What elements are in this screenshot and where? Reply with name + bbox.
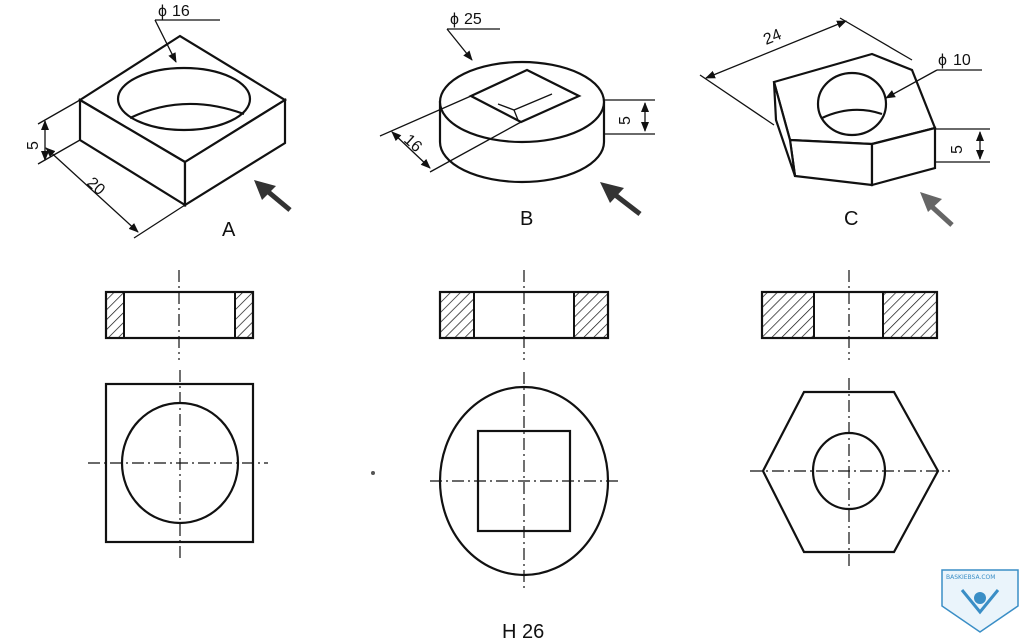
object-c-section-view — [760, 270, 939, 360]
object-a-plan-view — [88, 370, 268, 560]
view-arrow-c-icon — [920, 192, 954, 227]
speck — [371, 471, 375, 475]
object-b-square-dim: 16 — [400, 131, 425, 156]
object-b-label: B — [520, 208, 533, 230]
object-c-isometric — [699, 17, 990, 227]
object-a-height-dim: 5 — [25, 141, 42, 150]
object-c-across-dim: 24 — [761, 26, 784, 48]
object-a-hole-dia: 16 — [172, 3, 190, 20]
watermark-logo: BASKIEBSA.COM — [941, 569, 1019, 633]
object-b-plan-view — [430, 372, 618, 590]
view-arrow-a-icon — [254, 180, 292, 212]
object-b-diameter-symbol: ϕ — [450, 11, 459, 28]
object-a-isometric — [37, 19, 292, 239]
object-c-label: C — [844, 208, 858, 230]
object-b-isometric — [379, 28, 655, 216]
view-arrow-b-icon — [600, 182, 642, 216]
object-c-hole-dia: 10 — [953, 52, 971, 69]
object-b-outer-dia: 25 — [464, 11, 482, 28]
object-b-height-dim: 5 — [617, 116, 634, 125]
object-a-length-dim: 20 — [83, 174, 108, 199]
object-c-height-dim: 5 — [949, 145, 966, 154]
figure-label: H 26 — [502, 621, 544, 643]
object-a-label: A — [222, 219, 236, 241]
object-c-plan-view — [750, 378, 950, 566]
watermark-text: BASKIEBSA.COM — [946, 574, 995, 581]
object-a-diameter-symbol: ϕ — [158, 3, 167, 20]
object-b-section-view — [438, 270, 610, 360]
object-c-diameter-symbol: ϕ — [938, 52, 947, 69]
object-a-section-view — [104, 270, 255, 360]
